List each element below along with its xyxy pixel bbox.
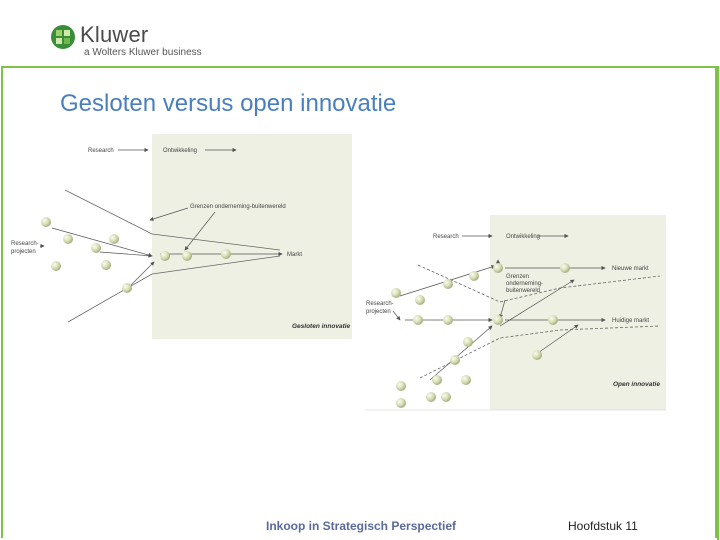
footer-chapter: Hoofdstuk 11 [568, 519, 638, 533]
open-ontwikkeling-label: Ontwikkeling [506, 234, 540, 240]
closed-project-ball [101, 260, 111, 270]
closed-boundary-line [68, 274, 152, 322]
open-project-ball [493, 315, 503, 325]
open-boundary-label-3: buitenwereld [506, 288, 540, 294]
open-project-ball [461, 375, 471, 385]
open-project-ball [532, 350, 542, 360]
open-project-ball [463, 337, 473, 347]
open-project-ball [443, 279, 453, 289]
closed-boundary-line [65, 190, 152, 234]
open-caption: Open innovatie [613, 381, 660, 388]
open-flow [430, 326, 492, 380]
open-projects-label: Research- [366, 301, 394, 307]
closed-project-ball [221, 249, 231, 259]
open-project-ball [415, 295, 425, 305]
closed-project-ball [160, 251, 170, 261]
closed-research-label: Research [88, 148, 114, 154]
open-project-ball [443, 315, 453, 325]
closed-project-ball [182, 251, 192, 261]
closed-project-ball [91, 243, 101, 253]
open-projects-label-2: projecten [366, 309, 391, 315]
open-project-ball [396, 381, 406, 391]
open-project-ball [396, 398, 406, 408]
closed-project-ball [51, 261, 61, 271]
open-boundary-label: Grenzen [506, 274, 529, 280]
closed-caption: Gesloten innovatie [292, 323, 351, 330]
open-new-market-label: Nieuwe markt [612, 266, 649, 272]
closed-project-ball [41, 217, 51, 227]
closed-company-panel [152, 134, 352, 339]
open-research-label: Research [433, 234, 459, 240]
open-project-ball [548, 315, 558, 325]
open-project-ball [493, 263, 503, 273]
closed-project-ball [122, 283, 132, 293]
open-projects-arrow [393, 311, 400, 320]
open-project-ball [450, 355, 460, 365]
footer-book-title: Inkoop in Strategisch Perspectief [266, 519, 456, 533]
open-project-ball [391, 288, 401, 298]
closed-ontwikkeling-label: Ontwikkeling [163, 148, 197, 154]
closed-project-ball [63, 234, 73, 244]
open-innovation-diagram: Research Ontwikkeling Grenzen ondernemin… [365, 215, 666, 410]
closed-project-ball [109, 234, 119, 244]
closed-boundary-label: Grenzen onderneming-buitenwereld [190, 204, 286, 210]
open-project-ball [560, 263, 570, 273]
open-boundary-label-2: onderneming- [506, 281, 543, 287]
open-project-ball [426, 392, 436, 402]
closed-innovation-diagram: Research Ontwikkeling Grenzen ondernemin… [11, 134, 352, 339]
open-project-ball [469, 271, 479, 281]
closed-projects-label: Research- [11, 241, 39, 247]
open-current-market-label: Huidige markt [612, 318, 649, 324]
closed-market-label: Markt [287, 252, 302, 258]
open-project-ball [413, 315, 423, 325]
open-project-ball [432, 375, 442, 385]
open-project-ball [441, 392, 451, 402]
closed-projects-label-2: projecten [11, 249, 36, 255]
